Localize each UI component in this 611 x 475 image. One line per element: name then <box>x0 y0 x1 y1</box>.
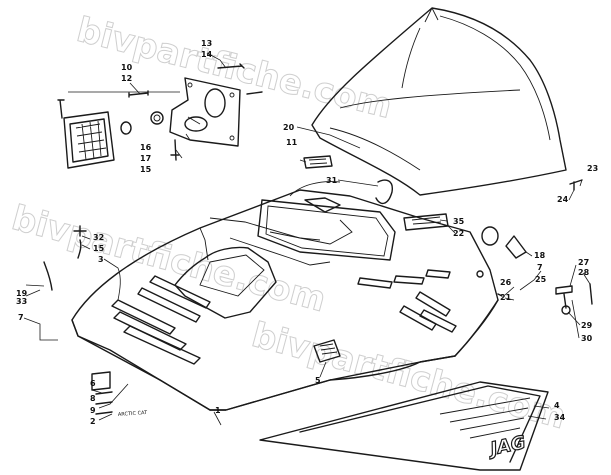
callout-34: 34 <box>554 413 566 422</box>
callout-5: 5 <box>315 376 321 385</box>
callout-22: 22 <box>453 229 464 238</box>
callout-23: 23 <box>587 164 598 173</box>
callout-4: 4 <box>554 401 560 410</box>
jag-emblem-text: JAG <box>486 432 528 461</box>
callout-26: 26 <box>500 278 512 287</box>
callout-9: 9 <box>90 406 96 415</box>
callout-15-left: 15 <box>93 244 105 253</box>
callout-21: 21 <box>500 293 512 302</box>
callout-35: 35 <box>453 217 465 226</box>
callout-18: 18 <box>534 251 546 260</box>
callout-24: 24 <box>557 195 569 204</box>
watermark-middle: bivpartfiche.com <box>8 198 330 320</box>
callout-16: 16 <box>140 143 152 152</box>
callout-32: 32 <box>93 233 104 242</box>
callout-10: 10 <box>121 63 133 72</box>
callout-11: 11 <box>286 138 298 147</box>
callout-19: 19 <box>16 289 28 298</box>
callout-2: 2 <box>90 417 96 426</box>
callout-20: 20 <box>283 123 295 132</box>
callout-17: 17 <box>140 154 151 163</box>
callout-6: 6 <box>90 379 96 388</box>
callout-15-top: 15 <box>140 165 152 174</box>
callout-30: 30 <box>581 334 593 343</box>
callout-8: 8 <box>90 394 96 403</box>
callout-7-left: 7 <box>18 313 24 322</box>
callout-7-right: 7 <box>537 263 543 272</box>
callout-13: 13 <box>201 39 212 48</box>
leader-lines <box>23 52 591 426</box>
callout-29: 29 <box>581 321 593 330</box>
small-parts <box>43 155 593 415</box>
headlight-assembly <box>57 63 263 169</box>
callout-3: 3 <box>98 255 104 264</box>
watermark-bottom: bivpartfiche.com <box>248 315 570 437</box>
side-decal-text: ARCTIC CAT <box>118 410 149 418</box>
callout-12: 12 <box>121 74 132 83</box>
callout-28: 28 <box>578 268 590 277</box>
watermark-layer: bivpartfiche.com bivpartfiche.com bivpar… <box>7 9 570 437</box>
callout-31: 31 <box>326 176 338 185</box>
callout-25: 25 <box>535 275 547 284</box>
callout-1: 1 <box>215 406 221 415</box>
callout-33: 33 <box>16 297 27 306</box>
callout-27: 27 <box>578 258 589 267</box>
callout-labels: 1 2 3 4 5 6 7 7 8 9 10 11 12 13 14 15 15… <box>16 39 598 426</box>
windshield <box>311 7 567 196</box>
hood-body <box>71 181 499 411</box>
callout-14: 14 <box>201 50 213 59</box>
